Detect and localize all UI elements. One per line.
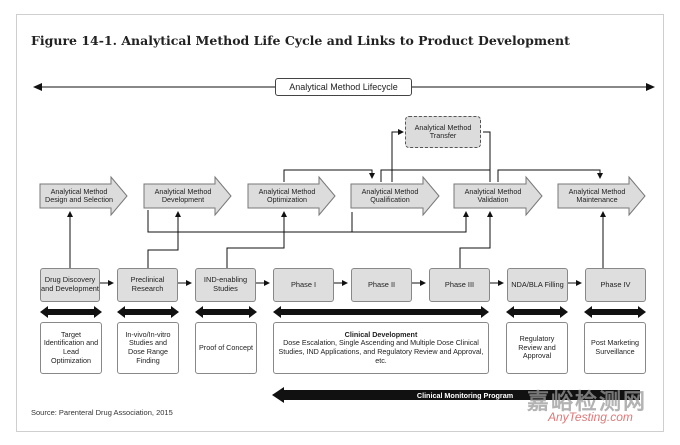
figure-frame: [16, 14, 664, 432]
desc-invivo: In-vivo/In-vitro Studies and Dose Range …: [117, 322, 179, 374]
stage-label-development: Analytical Method Development: [154, 186, 212, 204]
source-note: Source: Parenteral Drug Association, 201…: [31, 408, 173, 417]
product-stage-discovery: Drug Discovery and Development: [40, 268, 100, 302]
desc-poc: Proof of Concept: [195, 322, 257, 374]
figure-title: Figure 14-1. Analytical Method Life Cycl…: [31, 33, 570, 48]
product-stage-phase1: Phase I: [273, 268, 334, 302]
stage-label-validation: Analytical Method Validation: [464, 186, 522, 204]
stage-label-maintenance: Analytical Method Maintenance: [568, 186, 626, 204]
clinical-monitoring-label: Clinical Monitoring Program: [416, 390, 514, 400]
stage-arrow-optimization: [247, 175, 336, 217]
desc-clinical-title: Clinical Development: [344, 329, 418, 339]
stage-label-optimization: Analytical Method Optimization: [258, 186, 316, 204]
method-transfer-box: Analytical Method Transfer: [405, 116, 481, 148]
desc-clinical: Clinical Development Dose Escalation, Si…: [273, 322, 489, 374]
watermark-cn: 嘉峪检测网: [527, 390, 648, 415]
stage-arrow-qualification: [350, 175, 440, 217]
stage-arrow-design: [39, 175, 128, 217]
desc-postmarketing: Post Marketing Surveillance: [584, 322, 646, 374]
product-stage-phase3: Phase III: [429, 268, 490, 302]
timeline-bars: [40, 306, 646, 403]
product-stage-nda: NDA/BLA Filling: [507, 268, 568, 302]
desc-clinical-body: Dose Escalation, Single Ascending and Mu…: [278, 338, 484, 365]
stage-label-qualification: Analytical Method Qualification: [361, 186, 419, 204]
desc-regulatory: Regulatory Review and Approval: [506, 322, 568, 374]
product-stage-ind: IND-enabling Studies: [195, 268, 256, 302]
stage-arrow-validation: [453, 175, 543, 217]
lifecycle-label: Analytical Method Lifecycle: [275, 78, 412, 96]
product-stage-phase2: Phase II: [351, 268, 412, 302]
desc-target: Target Identification and Lead Optimizat…: [40, 322, 102, 374]
watermark-en: AnyTesting.com: [548, 410, 633, 424]
product-stage-preclinical: Preclinical Research: [117, 268, 178, 302]
stage-label-design: Analytical Method Design and Selection: [45, 186, 113, 204]
stage-arrow-development: [143, 175, 232, 217]
connector-lines: [67, 129, 606, 268]
stage-arrow-maintenance: [557, 175, 646, 217]
product-stage-phase4: Phase IV: [585, 268, 646, 302]
lifecycle-double-arrow: [33, 83, 655, 91]
